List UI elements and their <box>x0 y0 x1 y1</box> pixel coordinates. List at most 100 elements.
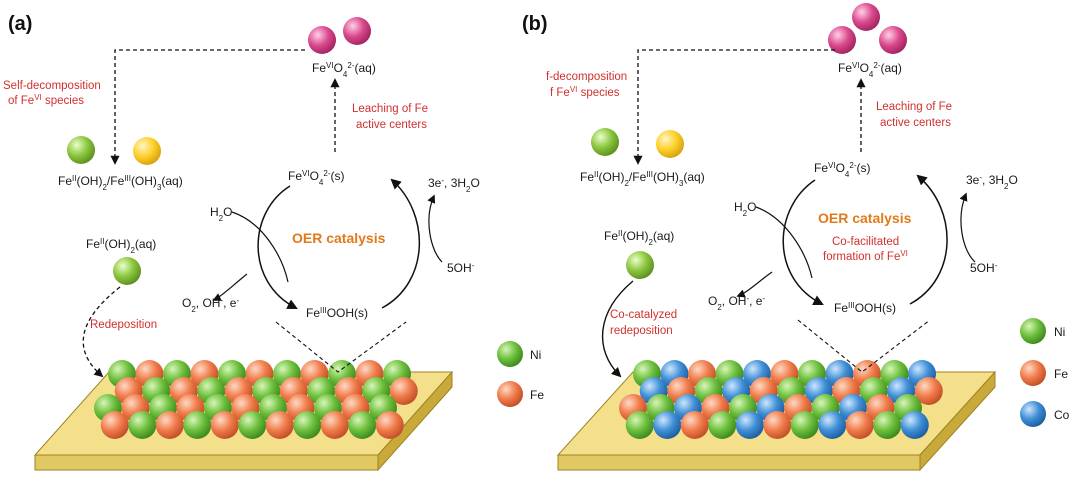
water-branch <box>231 211 289 283</box>
hydroxide-label: 5OH- <box>970 261 998 276</box>
products-label: O2, OH-, e- <box>708 294 765 312</box>
self-decomposition-line1: Self-decomposition <box>3 80 101 92</box>
feiii-sphere <box>656 130 684 158</box>
self-decomposition-arrow <box>633 49 835 165</box>
redeposition-label: Redeposition <box>90 319 157 331</box>
hydroxide-branch <box>427 194 443 263</box>
products-branch <box>212 273 248 301</box>
lattice-atom-co <box>735 411 764 439</box>
lattice-atom-ni <box>790 411 819 439</box>
legend-fe-swatch <box>1020 360 1046 386</box>
co-facilitated-line1: Co-facilitated <box>832 236 899 248</box>
panel-b: (b) FeVIO42-(aq) f-decomposition f FeVI … <box>522 3 1070 472</box>
lattice-atom-fe <box>389 377 418 405</box>
fe-hydroxides-label: FeII(OH)2/FeIII(OH)3(aq) <box>580 170 705 188</box>
feii-aq-label: FeII(OH)2(aq) <box>604 229 674 247</box>
lattice-atom-co <box>653 411 682 439</box>
lattice-atom-co <box>900 411 929 439</box>
lattice-atom-fe <box>763 411 792 439</box>
lattice-atom-fe <box>265 411 294 439</box>
feii-sphere <box>591 128 619 156</box>
lattice-atom-ni <box>238 411 267 439</box>
legend-fe-swatch <box>497 381 523 407</box>
hydroxide-branch <box>959 192 976 263</box>
self-decomposition-arrow <box>110 49 305 165</box>
substrate-front <box>557 454 921 471</box>
panel-a: (a) FeVIO42-(aq) Self-decomposition of F… <box>3 13 544 472</box>
panel-b-label: (b) <box>522 13 548 35</box>
lattice-atom-fe <box>375 411 404 439</box>
lattice-atom-fe <box>680 411 709 439</box>
legend-ni-label: Ni <box>530 348 541 362</box>
water-branch <box>755 206 813 279</box>
lattice-atom-fe <box>155 411 184 439</box>
fevi-aq-label: FeVIO42-(aq) <box>838 61 902 79</box>
feiii-ooh-label: FeIIIOOH(s) <box>834 301 896 316</box>
surface-focus-lines <box>275 321 407 373</box>
lattice-atom-ni <box>708 411 737 439</box>
lattice-atom-ni <box>293 411 322 439</box>
lattice-atom-ni <box>183 411 212 439</box>
feiii-sphere <box>133 137 161 165</box>
legend-co-label: Co <box>1054 408 1070 422</box>
redeposition-arrow <box>82 286 121 378</box>
leaching-line2: active centers <box>356 119 427 131</box>
oer-catalysis-label: OER catalysis <box>292 230 386 246</box>
fe-hydroxides-label: FeII(OH)2/FeIII(OH)3(aq) <box>58 174 183 192</box>
redeposition-line1: Co-catalyzed <box>610 309 677 321</box>
lattice-atom-fe <box>320 411 349 439</box>
leaching-line2: active centers <box>880 117 951 129</box>
fevi-aq-label: FeVIO42-(aq) <box>312 61 376 79</box>
oer-catalysis-label: OER catalysis <box>818 210 912 226</box>
self-decomposition-line2: f FeVI species <box>550 85 620 100</box>
lattice-atom-fe <box>845 411 874 439</box>
legend-ni-swatch <box>1020 318 1046 344</box>
catalyst-lattice-niFeCo <box>619 360 943 439</box>
catalyst-lattice-niFe <box>94 360 418 439</box>
legend-co-swatch <box>1020 401 1046 427</box>
cycle-arc-left <box>782 179 824 305</box>
co-facilitated-line2: formation of FeVI <box>823 249 908 264</box>
feii-aq-label: FeII(OH)2(aq) <box>86 237 156 255</box>
products-branch <box>736 271 773 298</box>
substrate-front <box>34 454 379 471</box>
legend-ni-label: Ni <box>1054 325 1065 339</box>
electrons-water-label: 3e-, 3H2O <box>966 173 1018 191</box>
fevi-aq-sphere <box>852 3 880 31</box>
leaching-line1: Leaching of Fe <box>352 103 428 115</box>
water-label: H2O <box>210 205 232 223</box>
fevi-s-label: FeVIO42-(s) <box>814 161 871 179</box>
redeposition-arrow <box>601 280 634 378</box>
lattice-atom-ni <box>348 411 377 439</box>
electrons-water-label: 3e-, 3H2O <box>428 176 480 194</box>
fevi-aq-sphere <box>308 26 336 54</box>
leaching-line1: Leaching of Fe <box>876 101 952 113</box>
substrate-side <box>919 370 996 472</box>
products-label: O2, OH-, e- <box>182 296 239 314</box>
lattice-atom-co <box>818 411 847 439</box>
water-label: H2O <box>734 200 756 218</box>
feii-sphere <box>67 136 95 164</box>
hydroxide-label: 5OH- <box>447 261 475 276</box>
fevi-aq-sphere <box>828 26 856 54</box>
cycle-arc-left <box>257 185 298 309</box>
lattice-atom-fe <box>210 411 239 439</box>
redeposition-line2: redeposition <box>610 325 673 337</box>
lattice-atom-ni <box>873 411 902 439</box>
legend-ni-swatch <box>497 341 523 367</box>
cycle-arc-right <box>909 174 948 305</box>
feii-aq-sphere <box>626 251 654 279</box>
fevi-aq-sphere <box>343 17 371 45</box>
lattice-atom-fe <box>914 377 943 405</box>
fevi-s-label: FeVIO42-(s) <box>288 169 345 187</box>
feiii-ooh-label: FeIIIOOH(s) <box>306 306 368 321</box>
substrate-side <box>377 370 453 472</box>
legend-fe-label: Fe <box>530 388 544 402</box>
lattice-atom-ni <box>625 411 654 439</box>
self-decomposition-line1: f-decomposition <box>546 71 627 83</box>
feii-aq-sphere <box>113 257 141 285</box>
panel-a-label: (a) <box>8 13 32 35</box>
fevi-aq-sphere <box>879 26 907 54</box>
